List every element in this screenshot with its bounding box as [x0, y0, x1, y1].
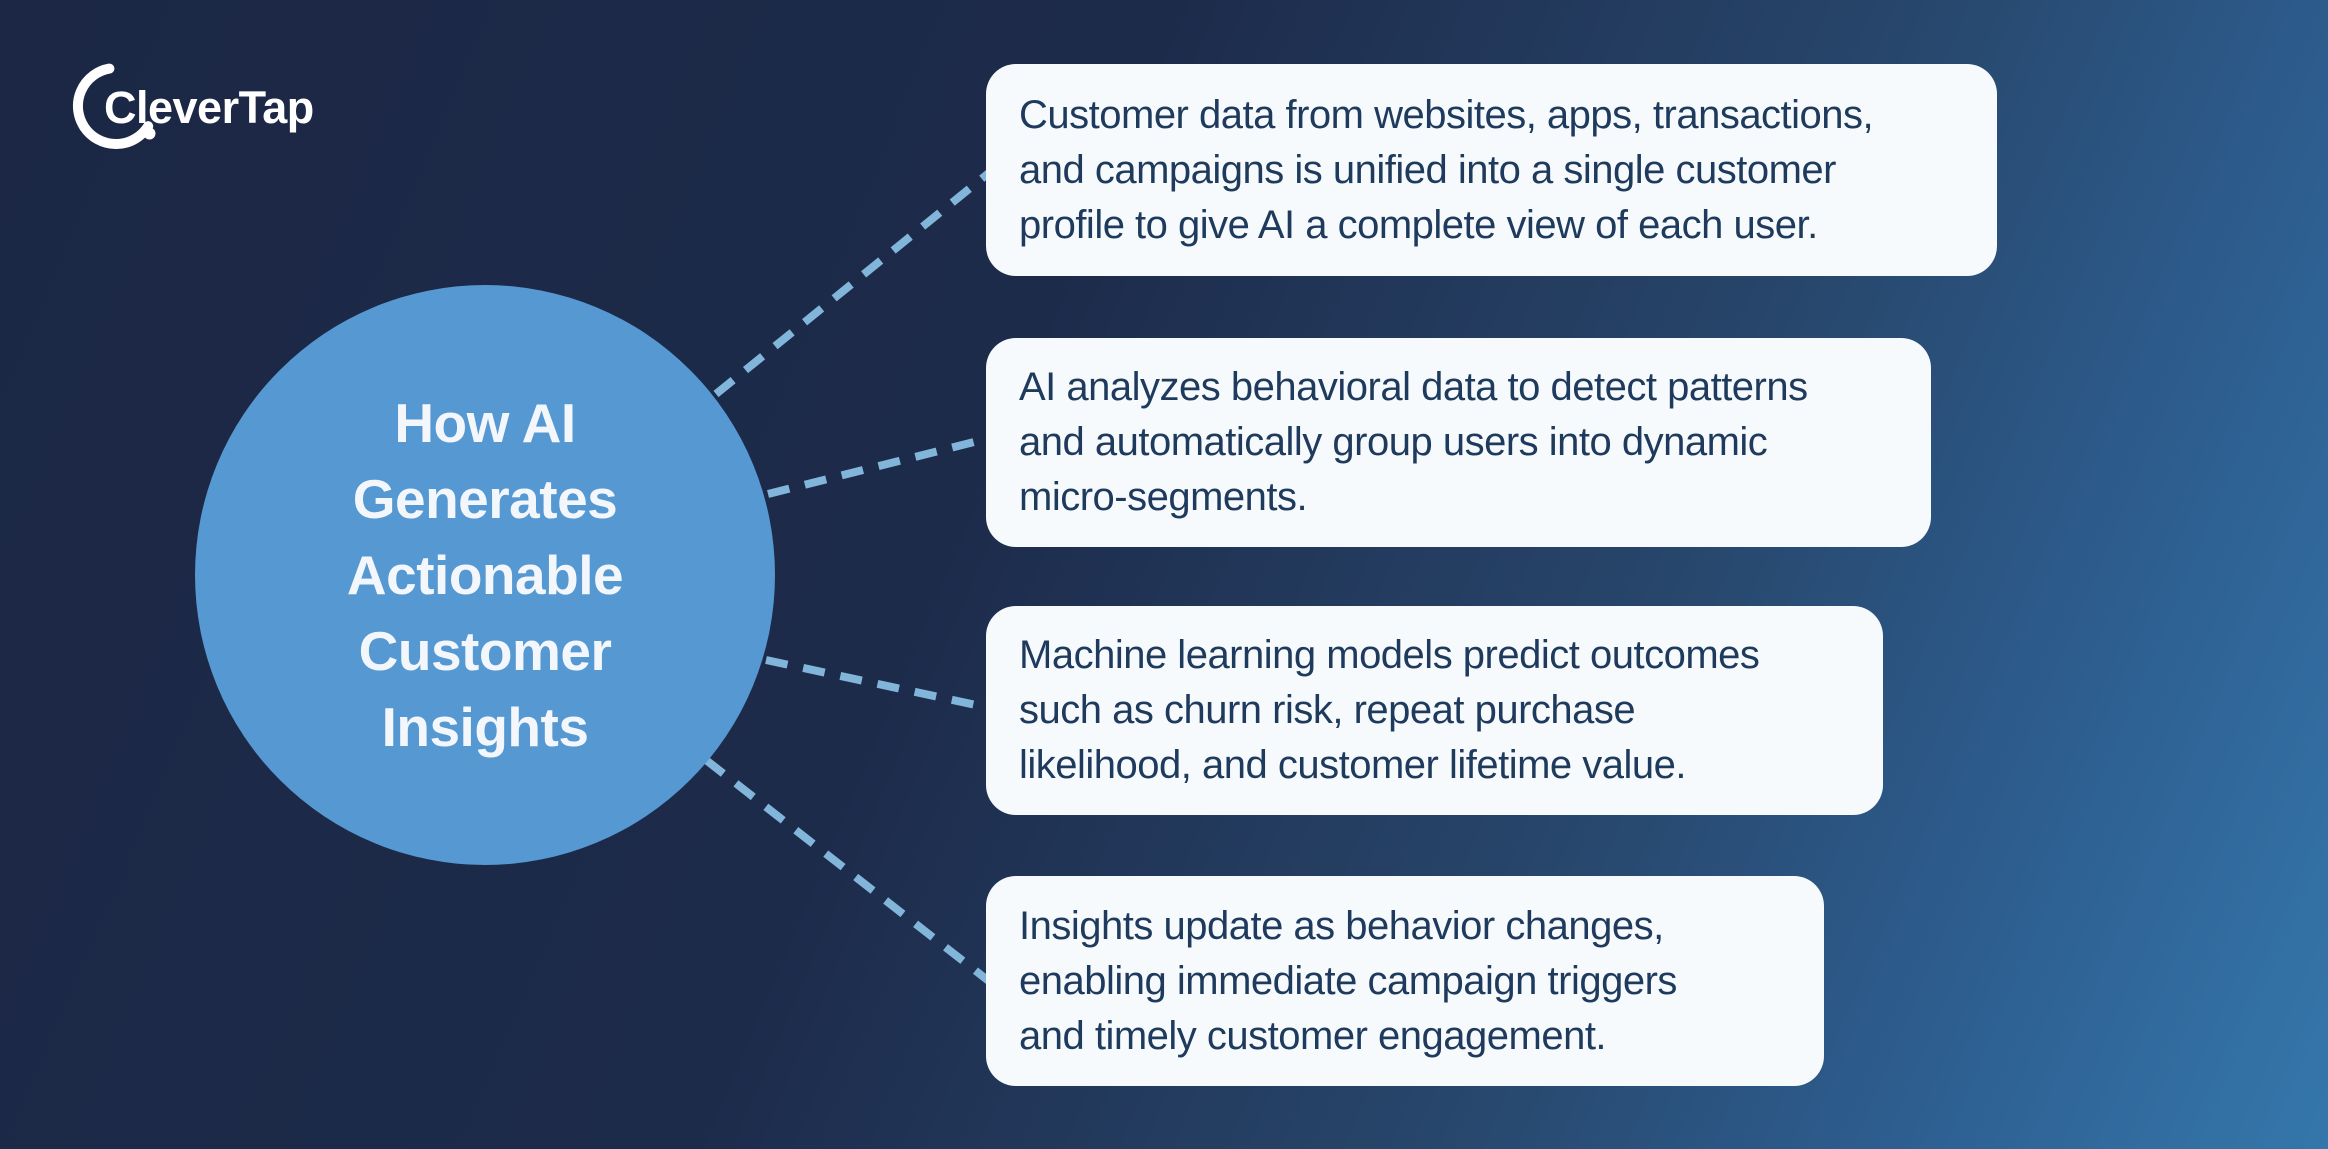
info-card-line: enabling immediate campaign triggers [1019, 958, 1677, 1003]
topic-title-line: Actionable [346, 544, 624, 606]
connector-line-3 [765, 656, 991, 712]
info-card-unified-data: Customer data from websites, apps, trans… [986, 64, 1997, 276]
central-topic-circle: How AI Generates Actionable Customer Ins… [195, 285, 775, 865]
info-card-line: Customer data from websites, apps, trans… [1019, 92, 1874, 137]
topic-title-line: Customer [358, 620, 612, 682]
info-card-line: and campaigns is unified into a single c… [1019, 147, 1836, 192]
info-card-line: such as churn risk, repeat purchase [1019, 688, 1636, 732]
info-card-line: and automatically group users into dynam… [1019, 420, 1768, 464]
info-card-line: AI analyzes behavioral data to detect pa… [1019, 365, 1808, 409]
connector-line-1 [713, 168, 993, 398]
topic-title-line: How AI [394, 392, 576, 454]
connector-line-2 [767, 434, 991, 498]
topic-title-line: Generates [352, 468, 618, 530]
logo-dot [143, 127, 156, 140]
info-card-line: Insights update as behavior changes, [1019, 903, 1664, 948]
info-card-line: Machine learning models predict outcomes [1019, 633, 1760, 677]
clevertap-logo: CleverTap [66, 50, 386, 170]
info-card-line: micro-segments. [1019, 475, 1308, 519]
connector-line-4 [703, 756, 993, 986]
info-card-predictions: Machine learning models predict outcomes… [986, 606, 1883, 815]
brand-wordmark: CleverTap [104, 82, 314, 133]
info-card-micro-segments: AI analyzes behavioral data to detect pa… [986, 338, 1931, 547]
info-card-line: likelihood, and customer lifetime value. [1019, 743, 1687, 787]
info-card-realtime-updates: Insights update as behavior changes, ena… [986, 876, 1824, 1086]
info-card-line: and timely customer engagement. [1019, 1013, 1607, 1058]
topic-title-line: Insights [381, 696, 589, 758]
info-card-line: profile to give AI a complete view of ea… [1019, 202, 1818, 247]
clevertap-arc-icon [73, 63, 156, 149]
